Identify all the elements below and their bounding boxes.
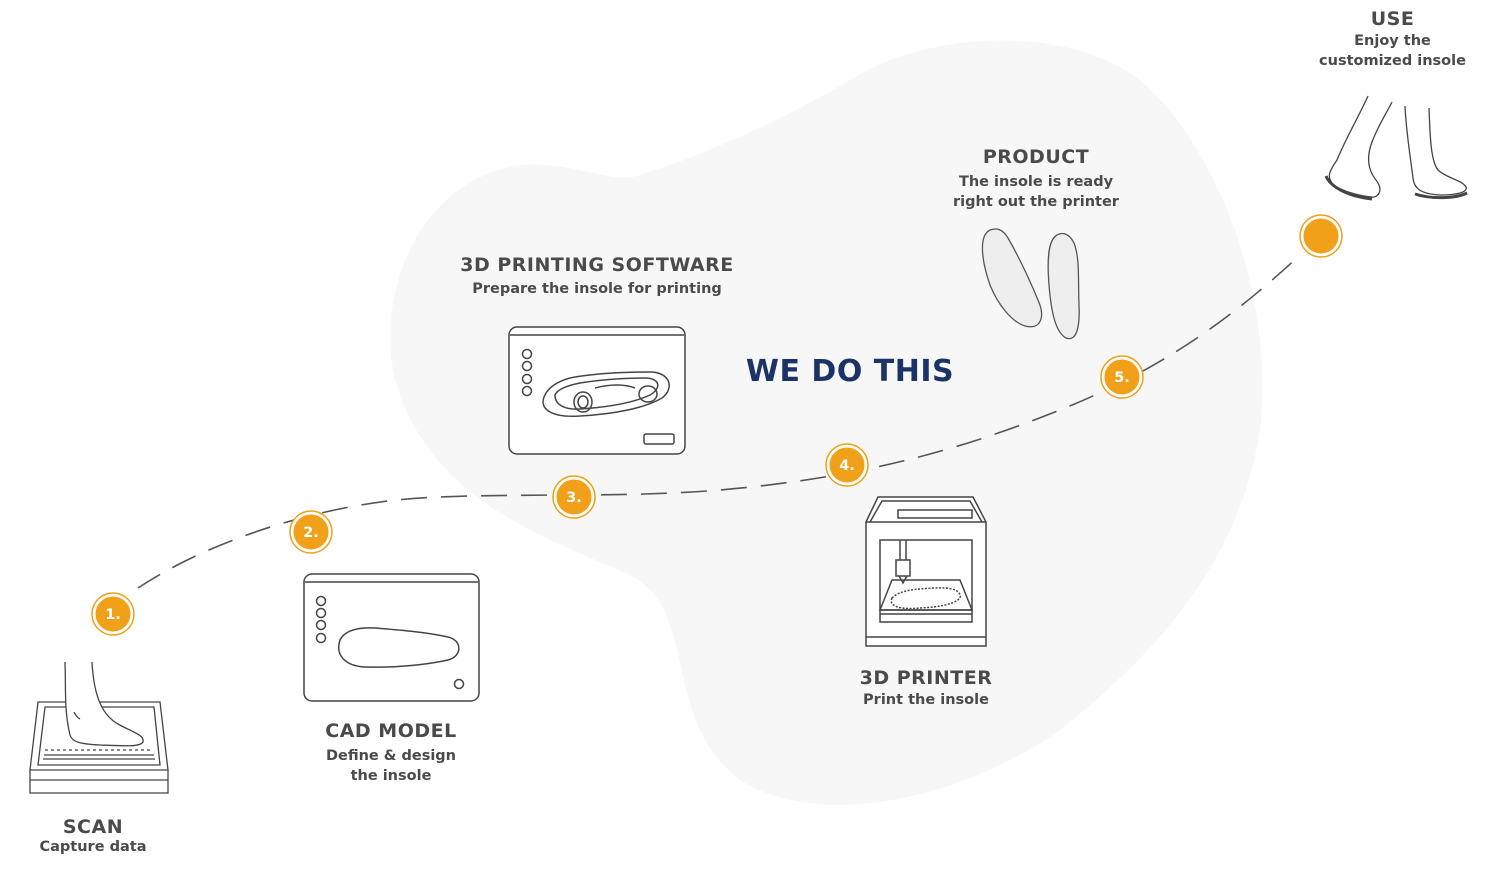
marker-4: 4. [825,443,869,487]
3d-printer-icon [865,496,987,647]
insoles-icon [981,228,1080,340]
step-product-label: PRODUCT The insole is ready right out th… [916,146,1156,212]
marker-5: 5. [1100,355,1144,399]
marker-number: 2. [303,525,319,541]
process-path [137,254,1301,589]
step-software-label: 3D PRINTING SOFTWARE Prepare the insole … [437,254,757,300]
step-printer-label: 3D PRINTER Print the insole [816,667,1036,711]
background-blob [390,40,1263,805]
marker-number: 3. [566,490,582,506]
step-cad-label: CAD MODEL Define & design the insole [281,720,501,786]
step-title: CAD MODEL [325,720,457,742]
step-subtitle: Capture data [39,839,147,855]
step-subtitle: Define & design the insole [325,748,457,784]
marker-number: 5. [1114,370,1130,386]
step-subtitle: The insole is ready right out the printe… [953,174,1119,210]
step-use-label: USE Enjoy the customized insole [1300,8,1485,71]
software-screen-icon [508,326,686,455]
step-title: PRODUCT [982,146,1090,168]
center-title: WE DO THIS [745,354,955,389]
foot-scanner-icon [29,661,169,794]
marker-2: 2. [289,510,333,554]
walking-feet-icon [1324,95,1468,201]
marker-number: 4. [839,458,855,474]
step-scan-label: SCAN Capture data [0,816,186,858]
cad-screen-icon [303,573,480,702]
step-subtitle: Print the insole [863,692,989,708]
marker-number: 1. [105,607,121,623]
step-title: USE [1370,8,1415,30]
step-subtitle: Prepare the insole for printing [472,281,722,297]
step-subtitle: Enjoy the customized insole [1319,33,1466,69]
step-title: 3D PRINTING SOFTWARE [460,254,734,276]
marker-6 [1299,214,1343,258]
step-title: 3D PRINTER [859,667,993,689]
step-title: SCAN [62,816,124,838]
marker-3: 3. [552,475,596,519]
marker-1: 1. [91,592,135,636]
